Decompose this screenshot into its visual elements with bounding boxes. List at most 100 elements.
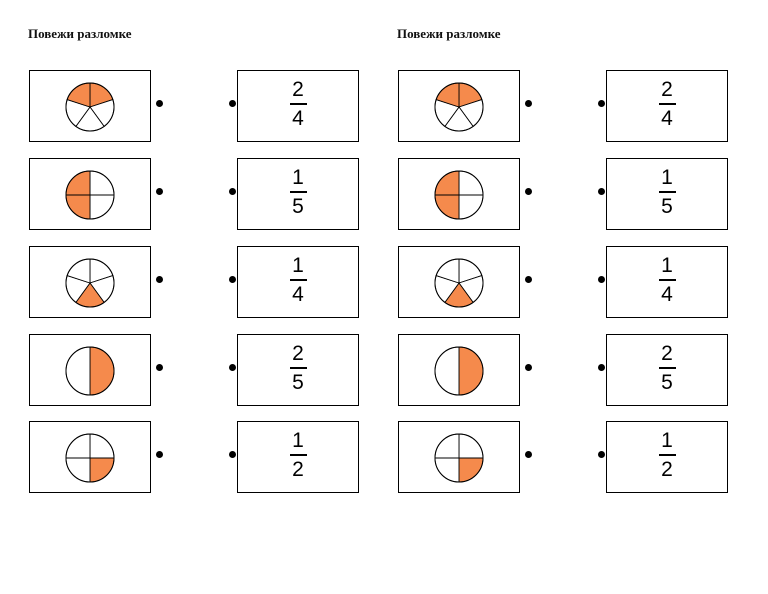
- match-dot-right[interactable]: [229, 276, 236, 283]
- fraction-bar: [658, 191, 676, 193]
- pie-outline: [434, 433, 484, 483]
- pie-outline: [434, 346, 484, 396]
- fraction-bar: [658, 454, 676, 456]
- fraction-bar: [289, 103, 307, 105]
- picture-box: [398, 70, 520, 142]
- fraction-pie: [65, 346, 115, 396]
- fraction-pie: [434, 258, 484, 308]
- worksheet-title: Повежи разломке: [28, 26, 132, 41]
- fraction-numerator: 2: [661, 78, 673, 101]
- match-dot-left[interactable]: [525, 100, 532, 107]
- fraction-denominator: 2: [292, 458, 304, 481]
- fraction-bar: [289, 191, 307, 193]
- pie-slice: [65, 346, 91, 396]
- fraction-denominator: 4: [661, 283, 673, 306]
- fraction-denominator: 5: [661, 195, 673, 218]
- picture-box: [29, 246, 151, 318]
- pie-outline: [434, 258, 484, 308]
- fraction-bar: [289, 454, 307, 456]
- fraction-denominator: 2: [661, 458, 673, 481]
- pie-outline: [434, 82, 484, 132]
- match-dot-left[interactable]: [525, 364, 532, 371]
- fraction-numerator: 1: [661, 166, 673, 189]
- fraction-bar: [658, 367, 676, 369]
- fraction-bar: [658, 103, 676, 105]
- fraction-denominator: 4: [661, 107, 673, 130]
- match-dot-right[interactable]: [229, 100, 236, 107]
- fraction-numerator: 2: [661, 342, 673, 365]
- fraction-pie: [65, 170, 115, 220]
- fraction-numerator: 2: [292, 342, 304, 365]
- match-dot-left[interactable]: [156, 276, 163, 283]
- fraction-bar: [658, 279, 676, 281]
- match-dot-right[interactable]: [598, 100, 605, 107]
- picture-box: [29, 334, 151, 406]
- match-dot-right[interactable]: [229, 364, 236, 371]
- fraction-numerator: 1: [292, 254, 304, 277]
- match-dot-left[interactable]: [156, 100, 163, 107]
- match-dot-right[interactable]: [598, 451, 605, 458]
- fraction-pie: [434, 346, 484, 396]
- match-dot-left[interactable]: [525, 188, 532, 195]
- fraction-numerator: 1: [292, 429, 304, 452]
- fraction-pie: [434, 433, 484, 483]
- fraction-denominator: 5: [661, 371, 673, 394]
- picture-box: [29, 158, 151, 230]
- pie-slice: [434, 346, 460, 396]
- picture-box: [29, 421, 151, 493]
- picture-box: [398, 421, 520, 493]
- fraction-denominator: 4: [292, 283, 304, 306]
- match-dot-left[interactable]: [156, 451, 163, 458]
- match-dot-right[interactable]: [598, 188, 605, 195]
- pie-outline: [434, 170, 484, 220]
- fraction-pie: [434, 170, 484, 220]
- match-dot-left[interactable]: [525, 276, 532, 283]
- fraction-numerator: 1: [292, 166, 304, 189]
- fraction-numerator: 1: [661, 254, 673, 277]
- pie-slice-shaded: [89, 346, 115, 396]
- fraction-pie: [65, 82, 115, 132]
- picture-box: [398, 158, 520, 230]
- pie-outline: [65, 433, 115, 483]
- pie-outline: [65, 346, 115, 396]
- fraction-numerator: 1: [661, 429, 673, 452]
- pie-outline: [65, 170, 115, 220]
- match-dot-left[interactable]: [156, 188, 163, 195]
- match-dot-right[interactable]: [229, 451, 236, 458]
- picture-box: [398, 334, 520, 406]
- fraction-denominator: 4: [292, 107, 304, 130]
- match-dot-left[interactable]: [156, 364, 163, 371]
- match-dot-right[interactable]: [598, 364, 605, 371]
- pie-outline: [65, 82, 115, 132]
- picture-box: [398, 246, 520, 318]
- fraction-denominator: 5: [292, 371, 304, 394]
- fraction-pie: [434, 82, 484, 132]
- fraction-bar: [289, 367, 307, 369]
- fraction-denominator: 5: [292, 195, 304, 218]
- match-dot-right[interactable]: [229, 188, 236, 195]
- match-dot-left[interactable]: [525, 451, 532, 458]
- picture-box: [29, 70, 151, 142]
- match-dot-right[interactable]: [598, 276, 605, 283]
- fraction-bar: [289, 279, 307, 281]
- fraction-pie: [65, 433, 115, 483]
